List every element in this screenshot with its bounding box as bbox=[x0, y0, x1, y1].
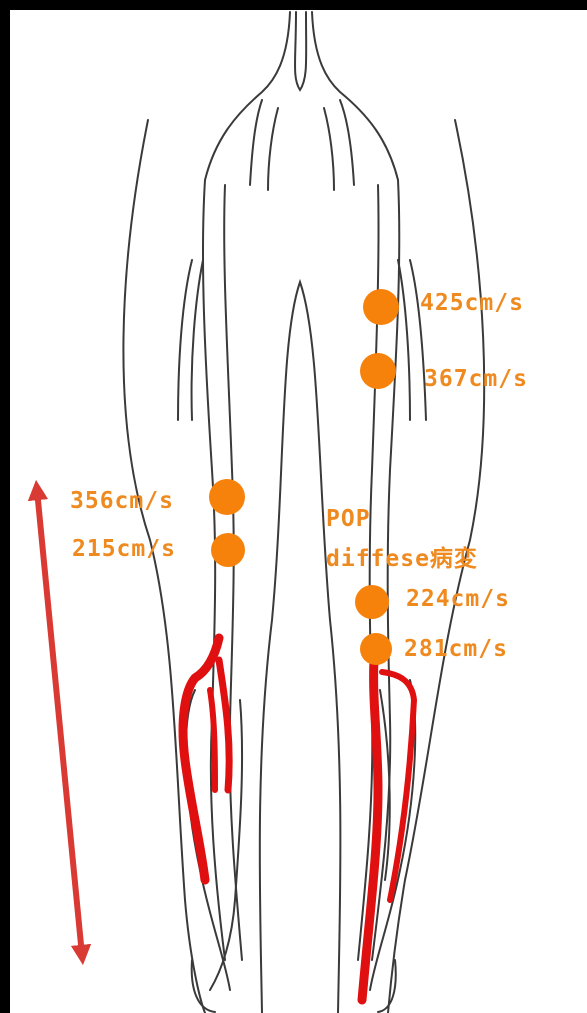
left-leg-outer-contour bbox=[123, 120, 205, 1013]
measurement-points bbox=[209, 289, 399, 665]
left-lesion-branch bbox=[219, 660, 229, 790]
label-pop: POP bbox=[326, 508, 371, 531]
label-367: 367cm/s bbox=[424, 368, 528, 391]
label-diffuse-lesion: diffese病変 bbox=[326, 548, 478, 571]
label-215: 215cm/s bbox=[72, 538, 176, 561]
marker-224 bbox=[355, 585, 389, 619]
lesion-markings bbox=[183, 638, 414, 1000]
marker-367 bbox=[360, 353, 396, 389]
inner-leg-contour bbox=[260, 282, 341, 1013]
marker-425 bbox=[363, 289, 399, 325]
marker-356 bbox=[209, 479, 245, 515]
label-356: 356cm/s bbox=[70, 490, 174, 513]
marker-215 bbox=[211, 533, 245, 567]
marker-281 bbox=[360, 633, 392, 665]
label-281: 281cm/s bbox=[404, 638, 508, 661]
body-outline bbox=[123, 12, 484, 1013]
label-425: 425cm/s bbox=[420, 292, 524, 315]
label-224: 224cm/s bbox=[406, 588, 510, 611]
